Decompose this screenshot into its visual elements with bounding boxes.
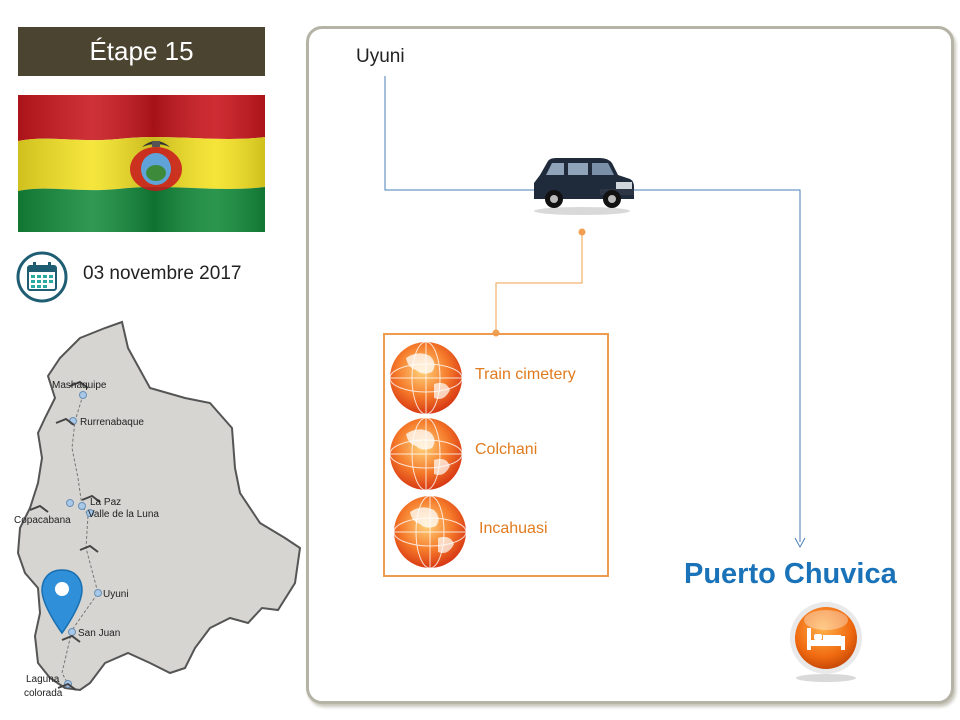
bolivia-flag bbox=[18, 95, 265, 232]
car-icon bbox=[534, 158, 634, 215]
poi-label: Train cimetery bbox=[475, 366, 576, 383]
globe-icon bbox=[389, 417, 463, 491]
bolivia-map: Mashaquipe Rurrenabaque La Paz Copacaban… bbox=[10, 318, 305, 708]
poi-label: Incahuasi bbox=[479, 520, 548, 537]
stage-title: Étape 15 bbox=[18, 27, 265, 76]
map-city-label: Uyuni bbox=[103, 589, 129, 600]
map-city-label: Copacabana bbox=[14, 515, 71, 526]
map-city-label: colorada bbox=[24, 688, 63, 699]
globe-icon bbox=[393, 495, 467, 569]
route-destination-label: Puerto Chuvica bbox=[684, 558, 897, 590]
map-city-label: Mashaquipe bbox=[52, 380, 107, 391]
bed-icon bbox=[790, 602, 862, 682]
map-city-label: La Paz bbox=[90, 497, 121, 508]
globe-icon bbox=[389, 341, 463, 415]
map-city-label: Laguna bbox=[26, 674, 60, 685]
calendar-icon bbox=[16, 251, 68, 303]
points-of-interest-box bbox=[383, 333, 609, 577]
map-pin-icon bbox=[41, 569, 83, 635]
route-start-label: Uyuni bbox=[356, 46, 405, 67]
stage-date: 03 novembre 2017 bbox=[83, 263, 242, 284]
map-city-label: Rurrenabaque bbox=[80, 417, 144, 428]
poi-label: Colchani bbox=[475, 441, 538, 458]
map-city-label: Valle de la Luna bbox=[88, 509, 159, 520]
map-city-label: San Juan bbox=[78, 628, 120, 639]
